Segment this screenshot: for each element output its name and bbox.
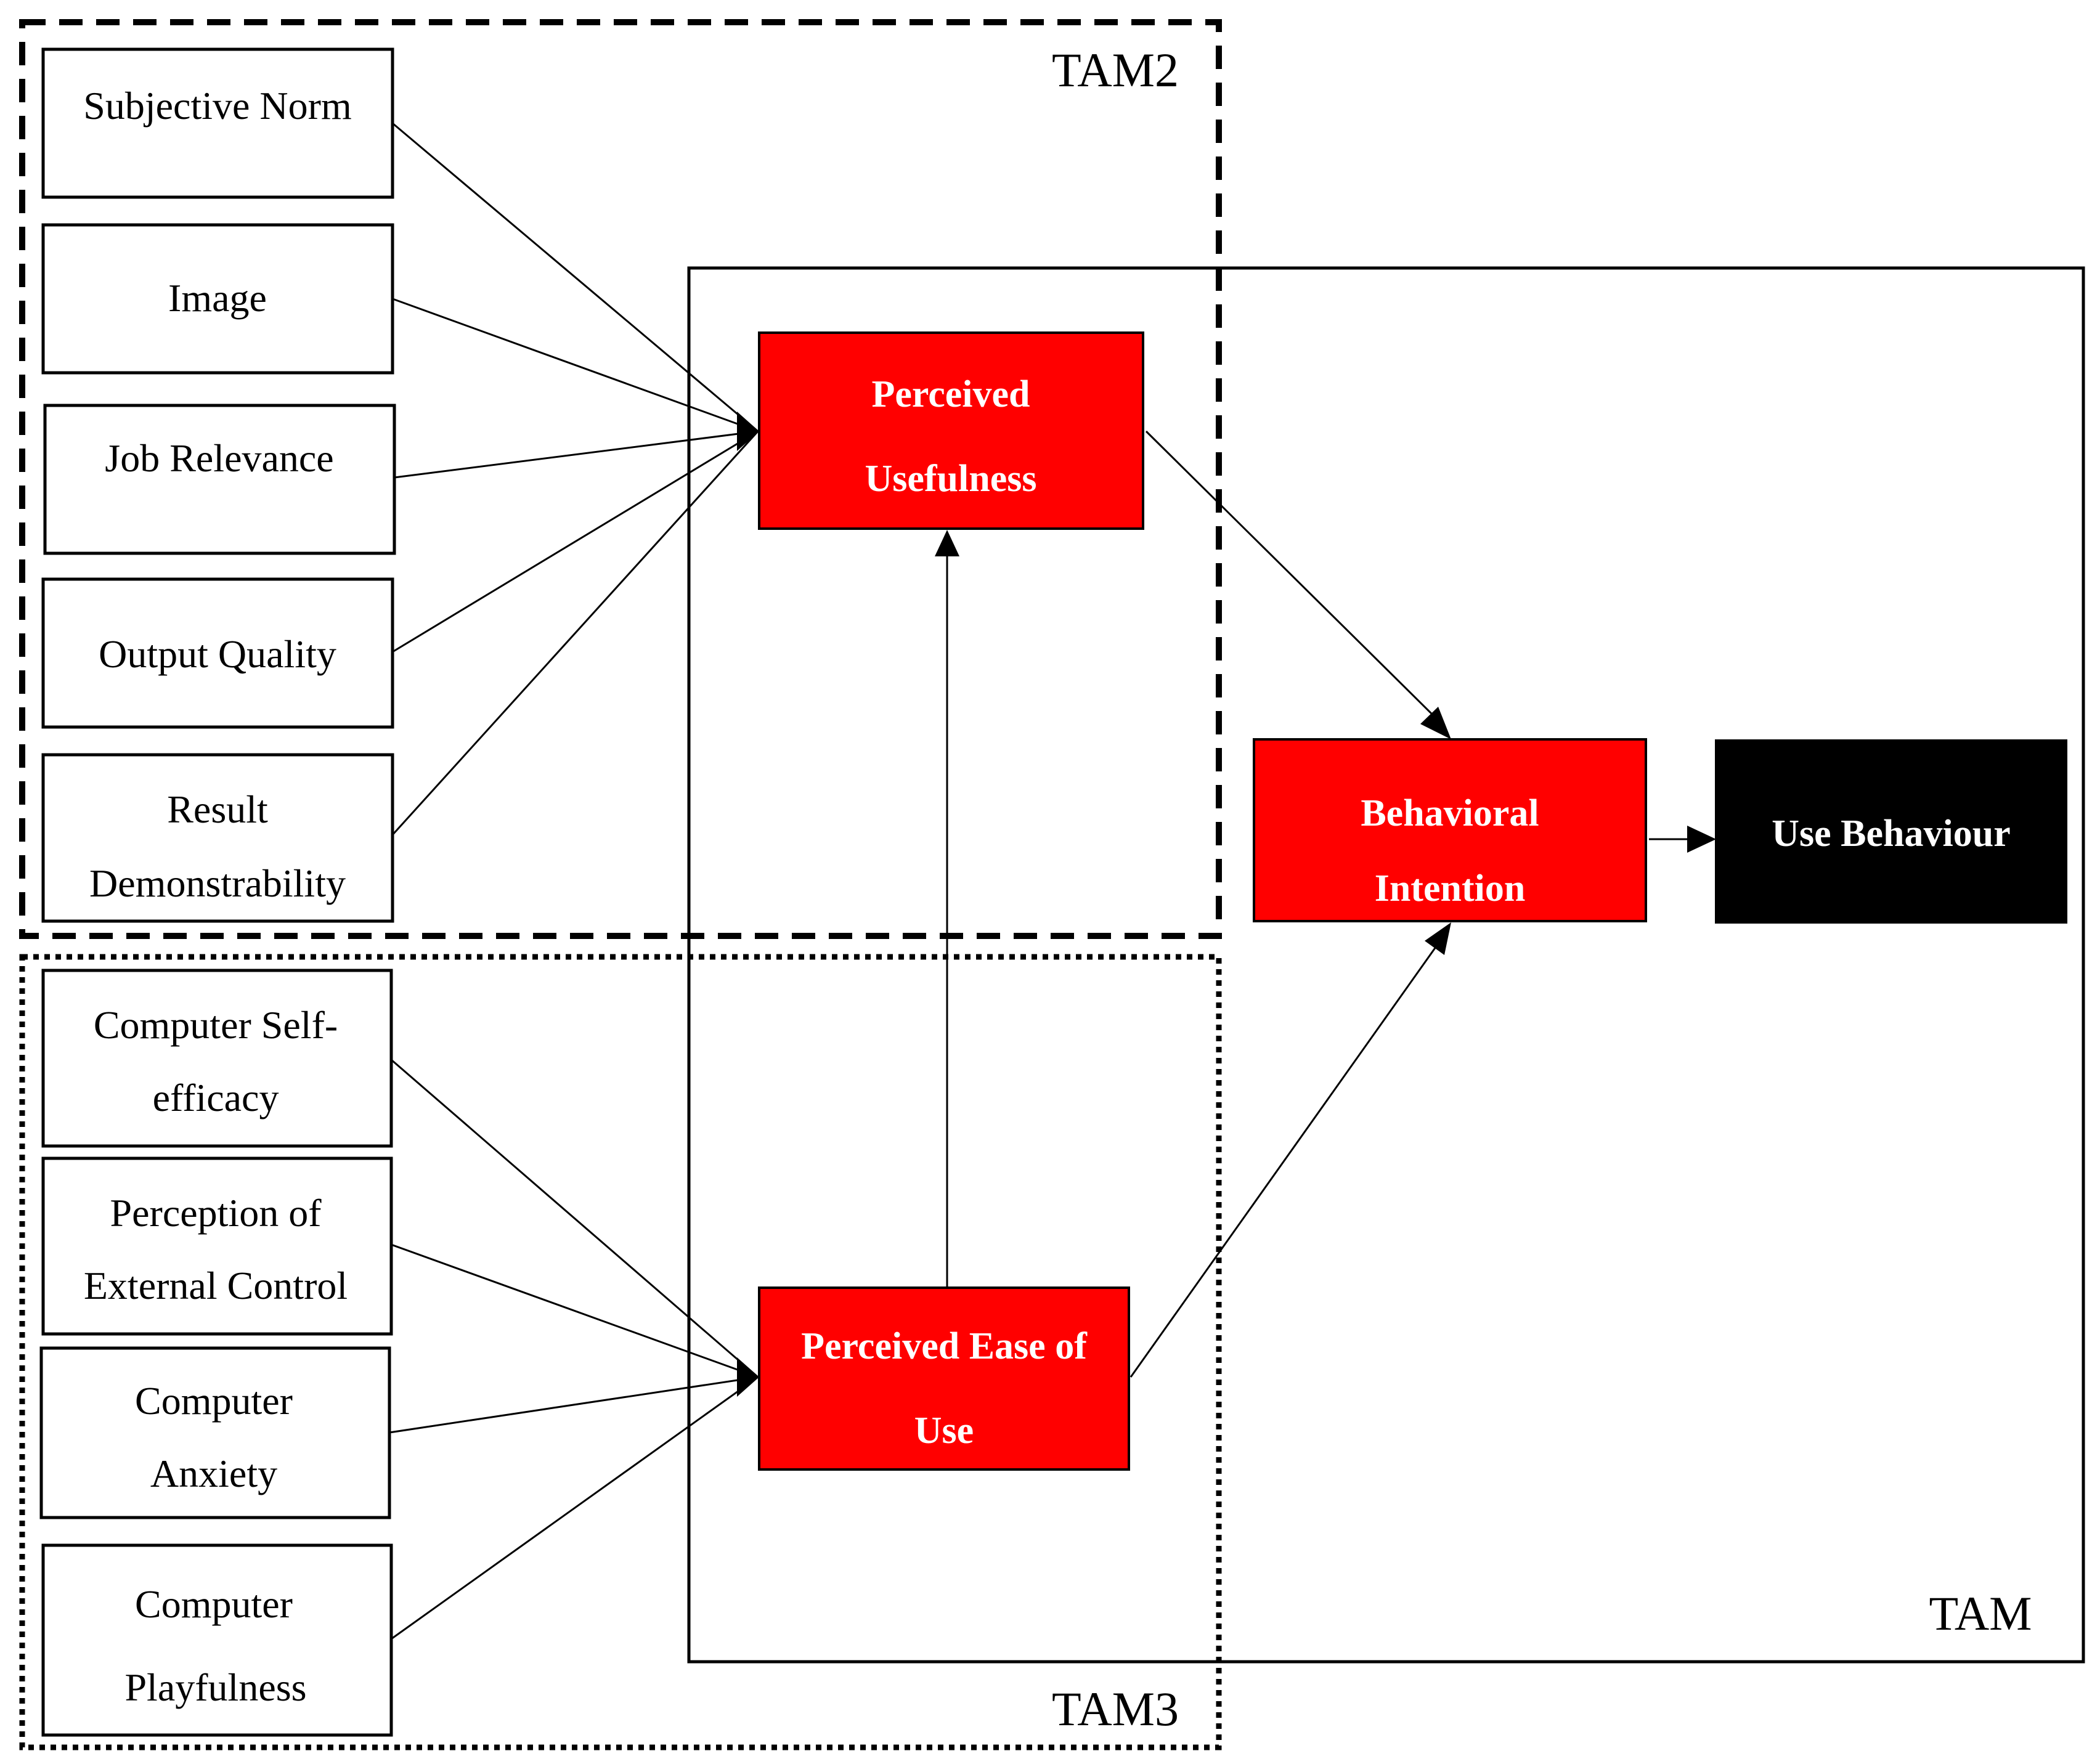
- label-ease-line1: Perceived Ease of: [801, 1325, 1088, 1367]
- tam3-region-label: TAM3: [1052, 1682, 1179, 1736]
- label-ease-line2: Use: [914, 1410, 974, 1452]
- edge-external-control: [391, 1243, 759, 1378]
- arrowhead-intention-to-use-icon: [1687, 826, 1716, 853]
- label-playfulness-line1: Computer: [135, 1582, 293, 1626]
- label-external-control-line1: Perception of: [110, 1191, 322, 1235]
- tam-region-label: TAM: [1929, 1587, 2032, 1640]
- label-usefulness-line1: Perceived: [871, 373, 1030, 415]
- edge-self-efficacy: [391, 1059, 759, 1378]
- arrowhead-ease-to-intention-icon: [1425, 922, 1451, 955]
- tam3-region: [19, 954, 1222, 1750]
- edge-job-relevance: [394, 430, 759, 479]
- node-behavioral-intention: Behavioral Intention: [1253, 738, 1647, 922]
- tam-region: [687, 266, 2085, 1664]
- label-use-behaviour: Use Behaviour: [1772, 813, 2011, 855]
- label-job-relevance: Job Relevance: [105, 436, 333, 480]
- arrowhead-usefulness-icon: [737, 412, 759, 451]
- edge-ease-to-intention: [1129, 942, 1440, 1378]
- label-usefulness-line2: Usefulness: [865, 458, 1036, 500]
- label-self-efficacy-line2: efficacy: [153, 1076, 279, 1120]
- label-external-control-line2: External Control: [84, 1264, 348, 1307]
- node-computer-self-efficacy: Computer Self- efficacy: [41, 969, 393, 1148]
- label-intention-line1: Behavioral: [1361, 792, 1539, 834]
- node-output-quality: Output Quality: [41, 577, 394, 729]
- arrowhead-ease-to-usefulness-icon: [935, 530, 959, 556]
- tam2-region-label: TAM2: [1052, 43, 1179, 97]
- node-computer-anxiety: Computer Anxiety: [39, 1346, 391, 1519]
- node-result-demonstrability: Result Demonstrability: [41, 753, 394, 923]
- label-image: Image: [168, 276, 267, 320]
- edge-result-demonstrability: [391, 430, 759, 836]
- node-use-behaviour: Use Behaviour: [1715, 739, 2067, 924]
- node-perceived-usefulness: Perceived Usefulness: [758, 331, 1144, 530]
- arrowhead-ease-of-use-icon: [737, 1357, 759, 1397]
- edge-image: [392, 298, 759, 433]
- edge-computer-anxiety: [389, 1376, 759, 1434]
- edge-computer-playfulness: [391, 1376, 759, 1640]
- label-output-quality: Output Quality: [99, 632, 336, 676]
- node-computer-playfulness: Computer Playfulness: [41, 1543, 393, 1737]
- edges-to-usefulness: [391, 122, 759, 836]
- tam2-region: [19, 19, 1222, 939]
- edge-subjective-norm: [392, 122, 759, 433]
- label-intention-line2: Intention: [1375, 868, 1526, 909]
- node-perceived-ease-of-use: Perceived Ease of Use: [758, 1286, 1130, 1471]
- label-playfulness-line2: Playfulness: [124, 1665, 306, 1709]
- edges-to-ease-of-use: [389, 1059, 759, 1640]
- label-anxiety-line2: Anxiety: [150, 1452, 277, 1495]
- node-job-relevance: Job Relevance: [43, 404, 396, 555]
- label-result-demonstrability-line2: Demonstrability: [89, 861, 346, 905]
- arrowhead-usefulness-to-intention-icon: [1420, 707, 1451, 739]
- edge-output-quality: [392, 430, 759, 653]
- node-image: Image: [41, 223, 394, 375]
- node-perception-external-control: Perception of External Control: [41, 1156, 393, 1336]
- edge-usefulness-to-intention: [1145, 430, 1440, 722]
- label-anxiety-line1: Computer: [135, 1379, 293, 1423]
- label-subjective-norm: Subjective Norm: [83, 84, 351, 128]
- label-self-efficacy-line1: Computer Self-: [94, 1003, 338, 1047]
- label-result-demonstrability-line1: Result: [167, 787, 268, 831]
- node-subjective-norm: Subjective Norm: [41, 47, 394, 199]
